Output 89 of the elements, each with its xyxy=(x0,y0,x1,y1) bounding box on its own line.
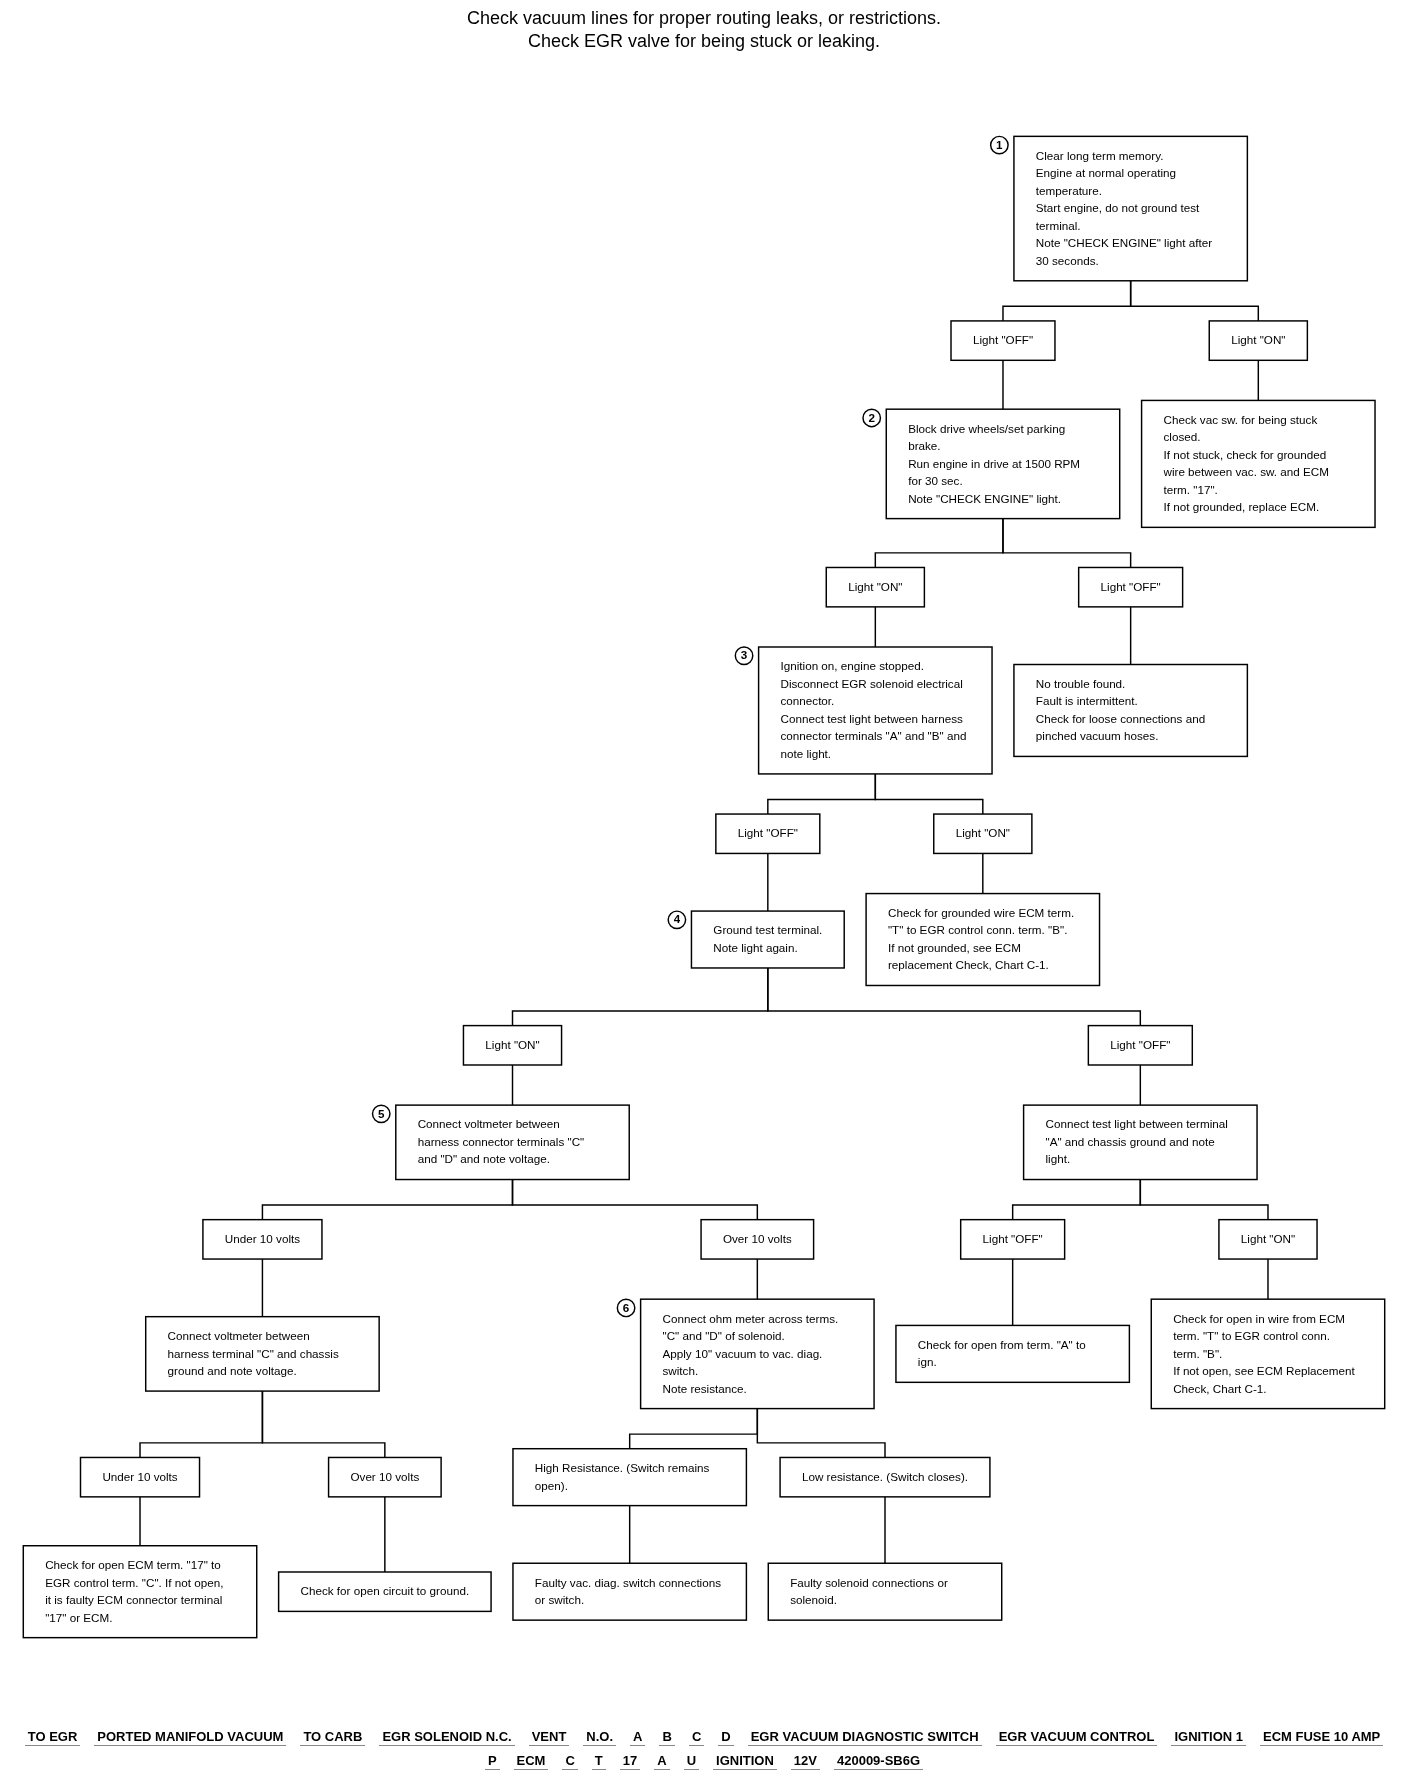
connector xyxy=(884,1496,886,1564)
schematic-label: ECM xyxy=(513,1752,549,1770)
schematic-label: T xyxy=(591,1752,606,1770)
node-box: No trouble found. Fault is intermittent. Check for loose connections and pinched vacuum hoses. xyxy=(1013,663,1249,758)
schematic-label: PORTED MANIFOLD VACUUM xyxy=(94,1728,287,1746)
node-box: Ground test terminal. Note light again. xyxy=(690,910,845,969)
schematic-label: B xyxy=(659,1728,675,1746)
node-box: High Resistance. (Switch remains open). xyxy=(512,1448,748,1507)
node-box: Light "ON" xyxy=(825,566,926,608)
node-box: Low resistance. (Switch closes). xyxy=(779,1456,991,1498)
node-label: 5 xyxy=(377,1107,385,1120)
node-label: 4 xyxy=(673,913,681,926)
schematic-label: 420009-SB6G xyxy=(833,1752,924,1770)
node-box: Clear long term memory. Engine at normal operating temperature. Start engine, do not ground test terminal. Note "CHECK ENGINE" light after 30 seconds. xyxy=(1013,135,1249,282)
connector xyxy=(1011,1258,1014,1327)
schematic-label: TO EGR xyxy=(24,1728,81,1746)
node-box: Faulty vac. diag. switch connections or switch. xyxy=(512,1562,748,1621)
connector xyxy=(384,1496,386,1573)
connector xyxy=(1011,1178,1142,1221)
node-box: Under 10 volts xyxy=(202,1218,323,1260)
connector xyxy=(767,852,769,912)
schematic-label: P xyxy=(484,1752,500,1770)
connector xyxy=(139,1496,141,1547)
node-box: Connect voltmeter between harness connector terminals "C" and "D" and note voltage. xyxy=(395,1104,630,1181)
connector xyxy=(874,606,877,648)
connector xyxy=(1002,359,1004,410)
connector xyxy=(767,967,1142,1027)
connector xyxy=(982,852,984,895)
node-box: Check for open from term. "A" to ign. xyxy=(895,1324,1131,1384)
schematic-label: EGR VACUUM DIAGNOSTIC SWITCH xyxy=(747,1728,982,1746)
node-box: Light "ON" xyxy=(1218,1218,1318,1260)
connector xyxy=(1129,606,1132,666)
node-box: Check for grounded wire ECM term. "T" to EGR control conn. term. "B". If not grounded, see ECM replacement Check, Chart C-1. xyxy=(865,892,1101,987)
note-text: Check vacuum lines for proper routing leaks, or restrictions. xyxy=(466,8,942,29)
schematic-label: N.O. xyxy=(583,1728,617,1746)
schematic-label: D xyxy=(718,1728,734,1746)
schematic-label: C xyxy=(562,1752,578,1770)
node-box: Check for open ECM term. "17" to EGR control term. "C". If not open, it is faulty ECM connector terminal "17" or ECM. xyxy=(22,1545,258,1639)
connector xyxy=(511,1064,514,1106)
schematic-label: A xyxy=(630,1728,646,1746)
schematic-label: C xyxy=(688,1728,705,1746)
schematic-label: IGNITION 1 xyxy=(1171,1728,1247,1746)
schematic-label: EGR VACUUM CONTROL xyxy=(995,1728,1158,1746)
node-box: Light "OFF" xyxy=(950,320,1056,362)
schematic-label: A xyxy=(654,1752,670,1770)
node-box: Over 10 volts xyxy=(700,1218,815,1260)
connector xyxy=(1139,1064,1142,1106)
node-box: Light "ON" xyxy=(462,1024,563,1066)
node-box: Over 10 volts xyxy=(327,1456,442,1498)
node-box: Connect test light between terminal "A" and chassis ground and note light. xyxy=(1022,1104,1258,1181)
node-box: Connect voltmeter between harness terminal "C" and chassis ground and note voltage. xyxy=(145,1315,380,1392)
node-box: Light "OFF" xyxy=(1077,566,1184,608)
connector xyxy=(628,1504,631,1564)
connector xyxy=(1257,359,1260,402)
node-box: Check for open in wire from ECM term. "T" to EGR control conn. term. "B". If not open, see ECM Replacement Check, Chart C-1. xyxy=(1150,1298,1386,1410)
node-box: Connect ohm meter across terms. "C" and "D" of solenoid. Apply 10" vacuum to vac. diag. switch. Note resistance. xyxy=(639,1298,875,1410)
connector xyxy=(756,1407,886,1459)
schematic-label: U xyxy=(683,1752,700,1770)
node-label: 6 xyxy=(622,1301,630,1314)
schematic-label: IGNITION xyxy=(713,1752,777,1770)
schematic-label: 12V xyxy=(790,1752,820,1770)
schematic-label: 17 xyxy=(619,1752,641,1770)
connector xyxy=(874,773,984,815)
connector xyxy=(1267,1258,1269,1300)
node-box: Light "OFF" xyxy=(959,1218,1066,1260)
node-box: Light "OFF" xyxy=(1087,1024,1194,1066)
connector xyxy=(1002,517,1132,569)
connector xyxy=(261,1390,386,1459)
note-text: Check EGR valve for being stuck or leaking. xyxy=(527,31,881,52)
schematic-label: ECM FUSE 10 AMP xyxy=(1260,1728,1384,1746)
node-label: 2 xyxy=(868,411,875,424)
node-box: Block drive wheels/set parking brake. Run engine in drive at 1500 RPM for 30 sec. Note "CHECK ENGINE" light. xyxy=(885,408,1121,520)
node-label: 1 xyxy=(996,138,1003,151)
connector xyxy=(1129,280,1260,322)
node-label: 3 xyxy=(740,649,748,662)
node-box: Check vac sw. for being stuck closed. If not stuck, check for grounded wire between vac. sw. and ECM term. "17". If not grounded, replace ECM. xyxy=(1140,399,1376,529)
node-box: Light "ON" xyxy=(1208,320,1309,362)
schematic-label: EGR SOLENOID N.C. xyxy=(379,1728,515,1746)
node-box: Check for open circuit to ground. xyxy=(277,1571,492,1613)
node-box: Ignition on, engine stopped. Disconnect EGR solenoid electrical connector. Connect test light between harness connector terminals "A" and "B" and note light. xyxy=(757,646,993,775)
schematic-label: TO CARB xyxy=(300,1728,366,1746)
connector xyxy=(756,1258,759,1300)
node-box: Light "OFF" xyxy=(715,813,821,855)
node-box: Light "ON" xyxy=(933,813,1033,855)
schematic-label: VENT xyxy=(528,1728,570,1746)
connector xyxy=(511,1178,759,1221)
node-box: Under 10 volts xyxy=(79,1456,201,1498)
connector xyxy=(261,1258,264,1318)
node-box: Faulty solenoid connections or solenoid. xyxy=(767,1562,1003,1621)
